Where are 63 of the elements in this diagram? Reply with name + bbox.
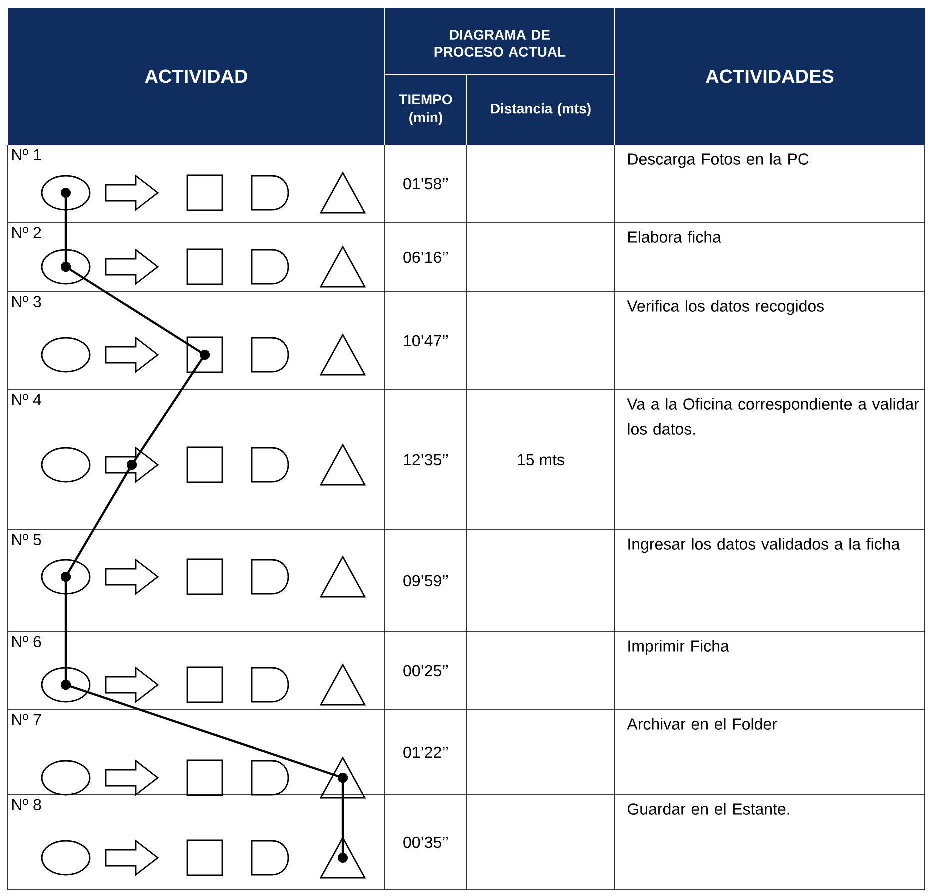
circle-symbol [41, 840, 91, 876]
circle-symbol [41, 760, 91, 796]
time-value: 06’16’’ [404, 252, 448, 264]
row-number: Nº 1 [12, 149, 42, 160]
arrow-symbol [105, 336, 160, 374]
circle-symbol [41, 337, 91, 373]
activity-description: Verifica los datos recogidos [627, 300, 824, 316]
arrow-symbol [105, 666, 160, 704]
time-value: 00’25’’ [404, 665, 448, 677]
delay-symbol [251, 337, 290, 373]
delay-symbol [251, 447, 290, 483]
arrow-symbol [105, 248, 160, 286]
square-symbol [186, 174, 224, 212]
arrow-symbol [105, 174, 160, 212]
square-symbol [186, 840, 224, 876]
activity-description: Ingresar los datos validados a la ficha [628, 538, 900, 554]
square-symbol [186, 666, 224, 704]
activity-description: Guardar en el Estante. [628, 803, 790, 815]
activity-description: Imprimir Ficha [628, 640, 730, 656]
delay-symbol [251, 667, 290, 703]
time-value: 01’58’’ [404, 178, 448, 190]
row-number: Nº 3 [12, 296, 42, 308]
circle-symbol [41, 559, 91, 595]
column-header: DIAGRAMA DE PROCESO ACTUAL [434, 30, 566, 57]
delay-symbol [251, 175, 290, 211]
circle-symbol [41, 249, 91, 285]
row-number: Nº 2 [12, 227, 42, 238]
time-value: 01’22’’ [404, 746, 448, 758]
time-value: 00’35’’ [404, 836, 448, 848]
column-header: ACTIVIDAD [145, 70, 248, 84]
circle-symbol [41, 447, 91, 483]
column-header: ACTIVIDADES [706, 70, 834, 84]
activity-description: Elabora ficha [628, 231, 722, 243]
column-header: Distancia (mts) [491, 103, 591, 117]
arrow-symbol [105, 558, 160, 596]
distance-value: 15 mts [518, 454, 564, 466]
connector-line [338, 773, 348, 863]
row-number: Nº 8 [12, 799, 42, 811]
arrow-symbol [105, 446, 160, 484]
delay-symbol [251, 840, 290, 876]
activity-description: Descarga Fotos en la PC [628, 153, 809, 168]
square-symbol [186, 336, 224, 374]
time-value: 09’59’’ [404, 575, 448, 587]
arrow-symbol [105, 840, 160, 876]
row-number: Nº 5 [12, 534, 42, 546]
row-number: Nº 7 [12, 714, 42, 726]
row-number: Nº 6 [12, 636, 42, 648]
delay-symbol [251, 760, 290, 796]
circle-symbol [41, 667, 91, 703]
square-symbol [186, 446, 224, 484]
square-symbol [186, 558, 224, 596]
delay-symbol [251, 249, 290, 285]
activity-description: Va a la Oficina correspondiente a validar los datos. [627, 398, 920, 435]
delay-symbol [251, 559, 290, 595]
column-header: TIEMPO (min) [399, 94, 452, 126]
activity-description: Archivar en el Folder [627, 718, 778, 730]
time-value: 12’35’’ [404, 454, 448, 466]
row-number: Nº 4 [12, 394, 42, 406]
square-symbol [186, 248, 224, 286]
time-value: 10’47’’ [404, 335, 448, 347]
square-symbol [186, 760, 224, 796]
arrow-symbol [105, 760, 160, 796]
circle-symbol [41, 175, 91, 211]
